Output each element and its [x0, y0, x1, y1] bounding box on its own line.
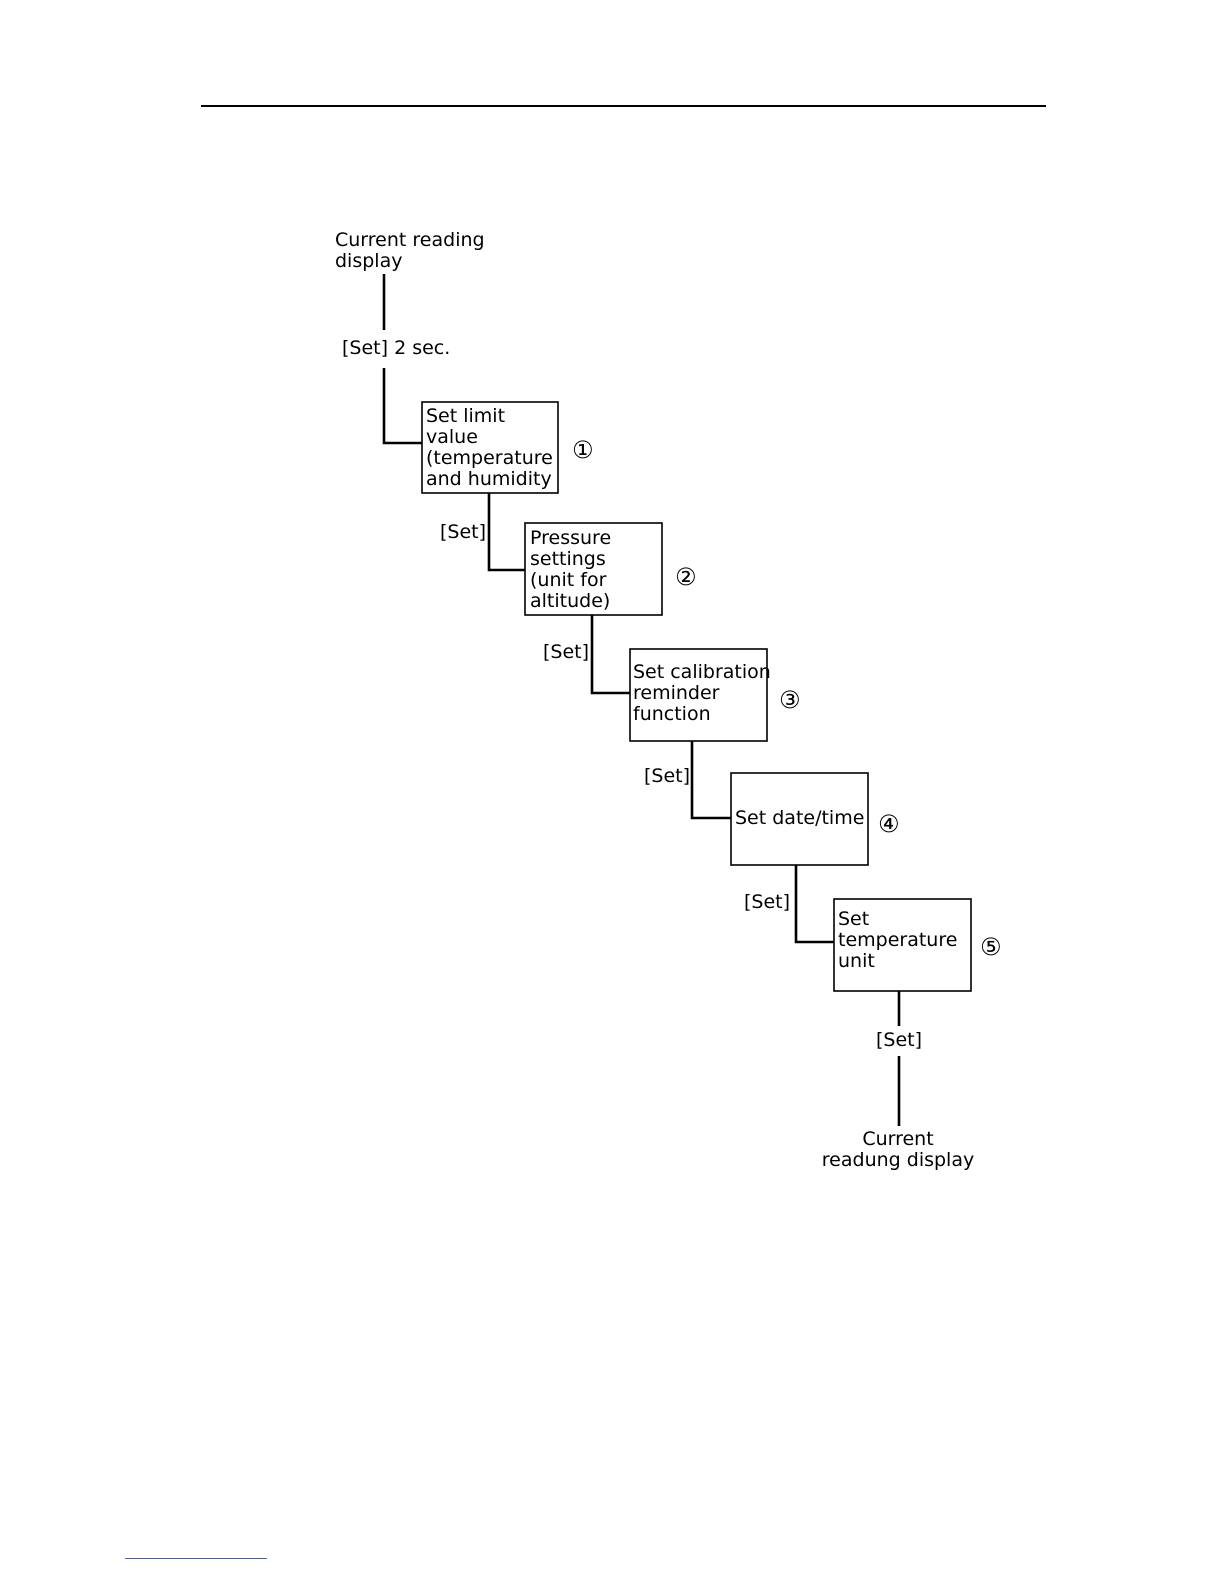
step-5-number: ⑤ [980, 933, 1002, 961]
step-5-line-3: unit [838, 950, 875, 972]
start-node-line-2: display [335, 250, 402, 272]
connector-step-4-to-step-5 [796, 865, 834, 942]
step-2-number: ② [675, 563, 697, 591]
step-3-line-3: function [633, 703, 711, 725]
step-4-box: Set date/time [731, 773, 868, 865]
step-2-line-2: settings [530, 548, 606, 570]
end-node-line-1: Current [862, 1128, 933, 1150]
step-5-box: Set temperature unit [834, 899, 971, 991]
step-3-number: ③ [779, 686, 801, 714]
entry-transition-label: [Set] 2 sec. [342, 337, 450, 359]
step-3-line-2: reminder [633, 682, 720, 704]
connector-step-2-to-step-3 [592, 615, 630, 693]
step-5-line-1: Set [838, 908, 869, 930]
step-3-line-1: Set calibration [633, 661, 771, 683]
step-3-box: Set calibration reminder function [630, 649, 771, 741]
step-4-line-1: Set date/time [735, 807, 864, 829]
transition-label-2: [Set] [543, 641, 589, 663]
step-1-line-2: value [426, 426, 478, 448]
step-1-line-1: Set limit [426, 405, 505, 427]
start-node-line-1: Current reading [335, 229, 485, 251]
transition-label-1: [Set] [440, 521, 486, 543]
transition-label-3: [Set] [644, 765, 690, 787]
step-1-line-3: (temperature [426, 447, 553, 469]
step-2-box: Pressure settings (unit for altitude) [525, 523, 662, 615]
transition-label-4: [Set] [744, 891, 790, 913]
connector-label-to-step-1 [384, 368, 422, 443]
step-4-number: ④ [878, 810, 900, 838]
step-2-line-1: Pressure [530, 527, 611, 549]
step-1-number: ① [572, 436, 594, 464]
step-1-line-4: and humidity [426, 468, 552, 490]
step-1-box: Set limit value (temperature and humidit… [422, 402, 558, 493]
connector-step-3-to-step-4 [692, 741, 731, 818]
connector-step-1-to-step-2 [489, 493, 525, 570]
step-2-line-3: (unit for [530, 569, 607, 591]
transition-label-5: [Set] [876, 1029, 922, 1051]
step-5-line-2: temperature [838, 929, 957, 951]
step-2-line-4: altitude) [530, 590, 610, 612]
footer-rule [125, 1558, 267, 1559]
end-node-line-2: readung display [822, 1149, 974, 1171]
